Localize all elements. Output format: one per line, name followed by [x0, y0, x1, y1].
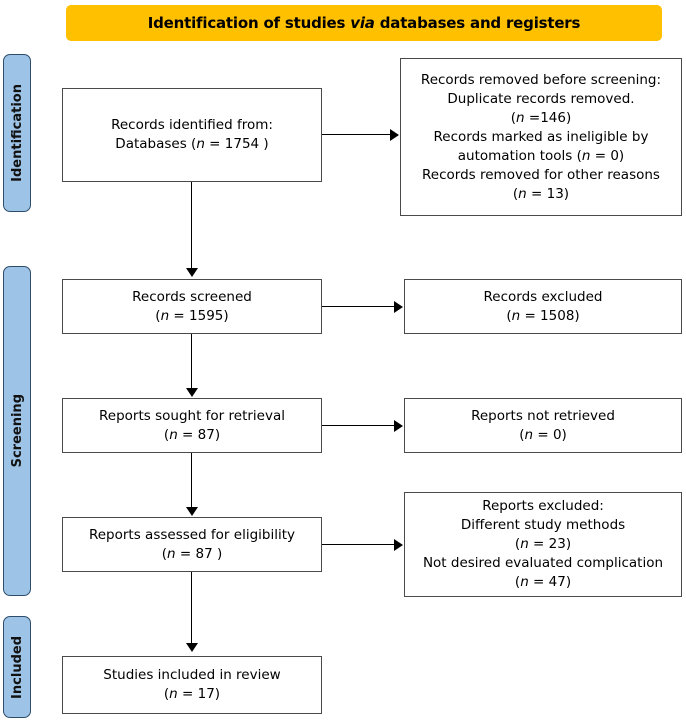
connector-sought-to-not-retrieved [322, 425, 394, 427]
connector-screened-to-sought [191, 334, 193, 390]
box-text-line: Reports sought for retrieval [99, 407, 285, 424]
box-text-line: (n = 87 ) [161, 545, 223, 562]
box-text-line: Records excluded [483, 288, 603, 305]
stage-tab-included: Included [3, 616, 31, 718]
box-records-screened: Records screened (n = 1595) [62, 279, 322, 334]
box-text-line: Records screened [132, 288, 252, 305]
stage-label-included: Included [9, 635, 25, 699]
box-text-line: (n =146) [510, 109, 572, 126]
connector-identified-to-screened [191, 182, 193, 270]
box-reports-excluded-text: Reports excluded: Different study methods… [417, 497, 669, 592]
box-reports-sought-for-retrieval: Reports sought for retrieval (n = 87) [62, 398, 322, 453]
box-text-line: Reports excluded: [482, 498, 604, 514]
box-text-line: Databases (n = 1754 ) [115, 136, 269, 152]
box-text-line: Records identified from: [111, 117, 273, 133]
box-text-line: automation tools (n = 0) [457, 147, 625, 164]
connector-screened-to-excluded [322, 306, 394, 308]
stage-tab-screening: Screening [3, 266, 31, 596]
box-reports-assessed-for-eligibility: Reports assessed for eligibility (n = 87 … [62, 517, 322, 572]
box-reports-assessed-text: Reports assessed for eligibility (n = 87 … [83, 526, 301, 564]
box-text-line: (n = 1508) [506, 307, 580, 324]
connector-assessed-to-reports-excluded [322, 544, 394, 546]
box-text-line: (n = 87) [163, 426, 221, 443]
box-text-line: Reports assessed for eligibility [88, 526, 296, 543]
box-text-line: Records removed for other reasons [422, 166, 660, 183]
stage-label-screening: Screening [9, 394, 25, 468]
box-studies-included-text: Studies included in review (n = 17) [97, 666, 286, 704]
box-text-line: Not desired evaluated complication [422, 555, 664, 571]
arrowhead-sought-to-not-retrieved [394, 420, 403, 432]
box-text-line: Studies included in review [103, 667, 281, 683]
box-reports-excluded: Reports excluded: Different study methods… [404, 492, 682, 597]
box-records-removed-text: Records removed before screening: Duplica… [415, 71, 667, 204]
connector-identified-to-removed [322, 134, 390, 136]
header-text-before: Identification of studies [147, 14, 351, 32]
box-records-excluded-text: Records excluded (n = 1508) [478, 288, 609, 326]
arrowhead-screened-to-excluded [394, 301, 403, 313]
box-records-identified: Records identified from: Databases (n = 1… [62, 88, 322, 182]
box-records-screened-text: Records screened (n = 1595) [126, 288, 258, 326]
box-text-line: (n = 47) [514, 574, 572, 590]
box-text-line: Different study methods [460, 517, 626, 533]
arrowhead-screened-to-sought [186, 388, 198, 397]
box-text-line: (n = 1595) [155, 307, 229, 324]
box-text-line: Records removed before screening: [420, 71, 662, 88]
header-text-italic: via [350, 14, 375, 32]
header-text-after: databases and registers [374, 14, 581, 32]
connector-sought-to-assessed [191, 453, 193, 509]
diagram-header-title: Identification of studies via databases … [147, 14, 581, 32]
connector-assessed-to-included [191, 572, 193, 644]
stage-label-identification: Identification [9, 84, 25, 182]
diagram-header-banner: Identification of studies via databases … [66, 5, 662, 41]
box-studies-included-in-review: Studies included in review (n = 17) [62, 656, 322, 714]
arrowhead-assessed-to-included [186, 643, 198, 652]
box-reports-sought-text: Reports sought for retrieval (n = 87) [93, 407, 291, 445]
box-text-line: Duplicate records removed. [447, 90, 635, 107]
box-text-line: (n = 23) [514, 536, 572, 552]
box-text-line: (n = 0) [519, 426, 567, 443]
box-reports-not-retrieved-text: Reports not retrieved (n = 0) [465, 407, 621, 445]
box-records-excluded: Records excluded (n = 1508) [404, 279, 682, 334]
arrowhead-identified-to-removed [390, 129, 399, 141]
box-text-line: Records marked as ineligible by [433, 128, 649, 145]
box-records-removed-before-screening: Records removed before screening: Duplica… [400, 58, 682, 216]
box-records-identified-text: Records identified from: Databases (n = 1… [105, 116, 279, 154]
stage-tab-identification: Identification [3, 54, 31, 212]
arrowhead-identified-to-screened [186, 268, 198, 277]
box-reports-not-retrieved: Reports not retrieved (n = 0) [404, 398, 682, 453]
box-text-line: (n = 17) [163, 686, 221, 702]
box-text-line: Reports not retrieved [471, 407, 615, 424]
arrowhead-assessed-to-reports-excluded [394, 539, 403, 551]
box-text-line: (n = 13) [512, 185, 570, 202]
arrowhead-sought-to-assessed [186, 507, 198, 516]
